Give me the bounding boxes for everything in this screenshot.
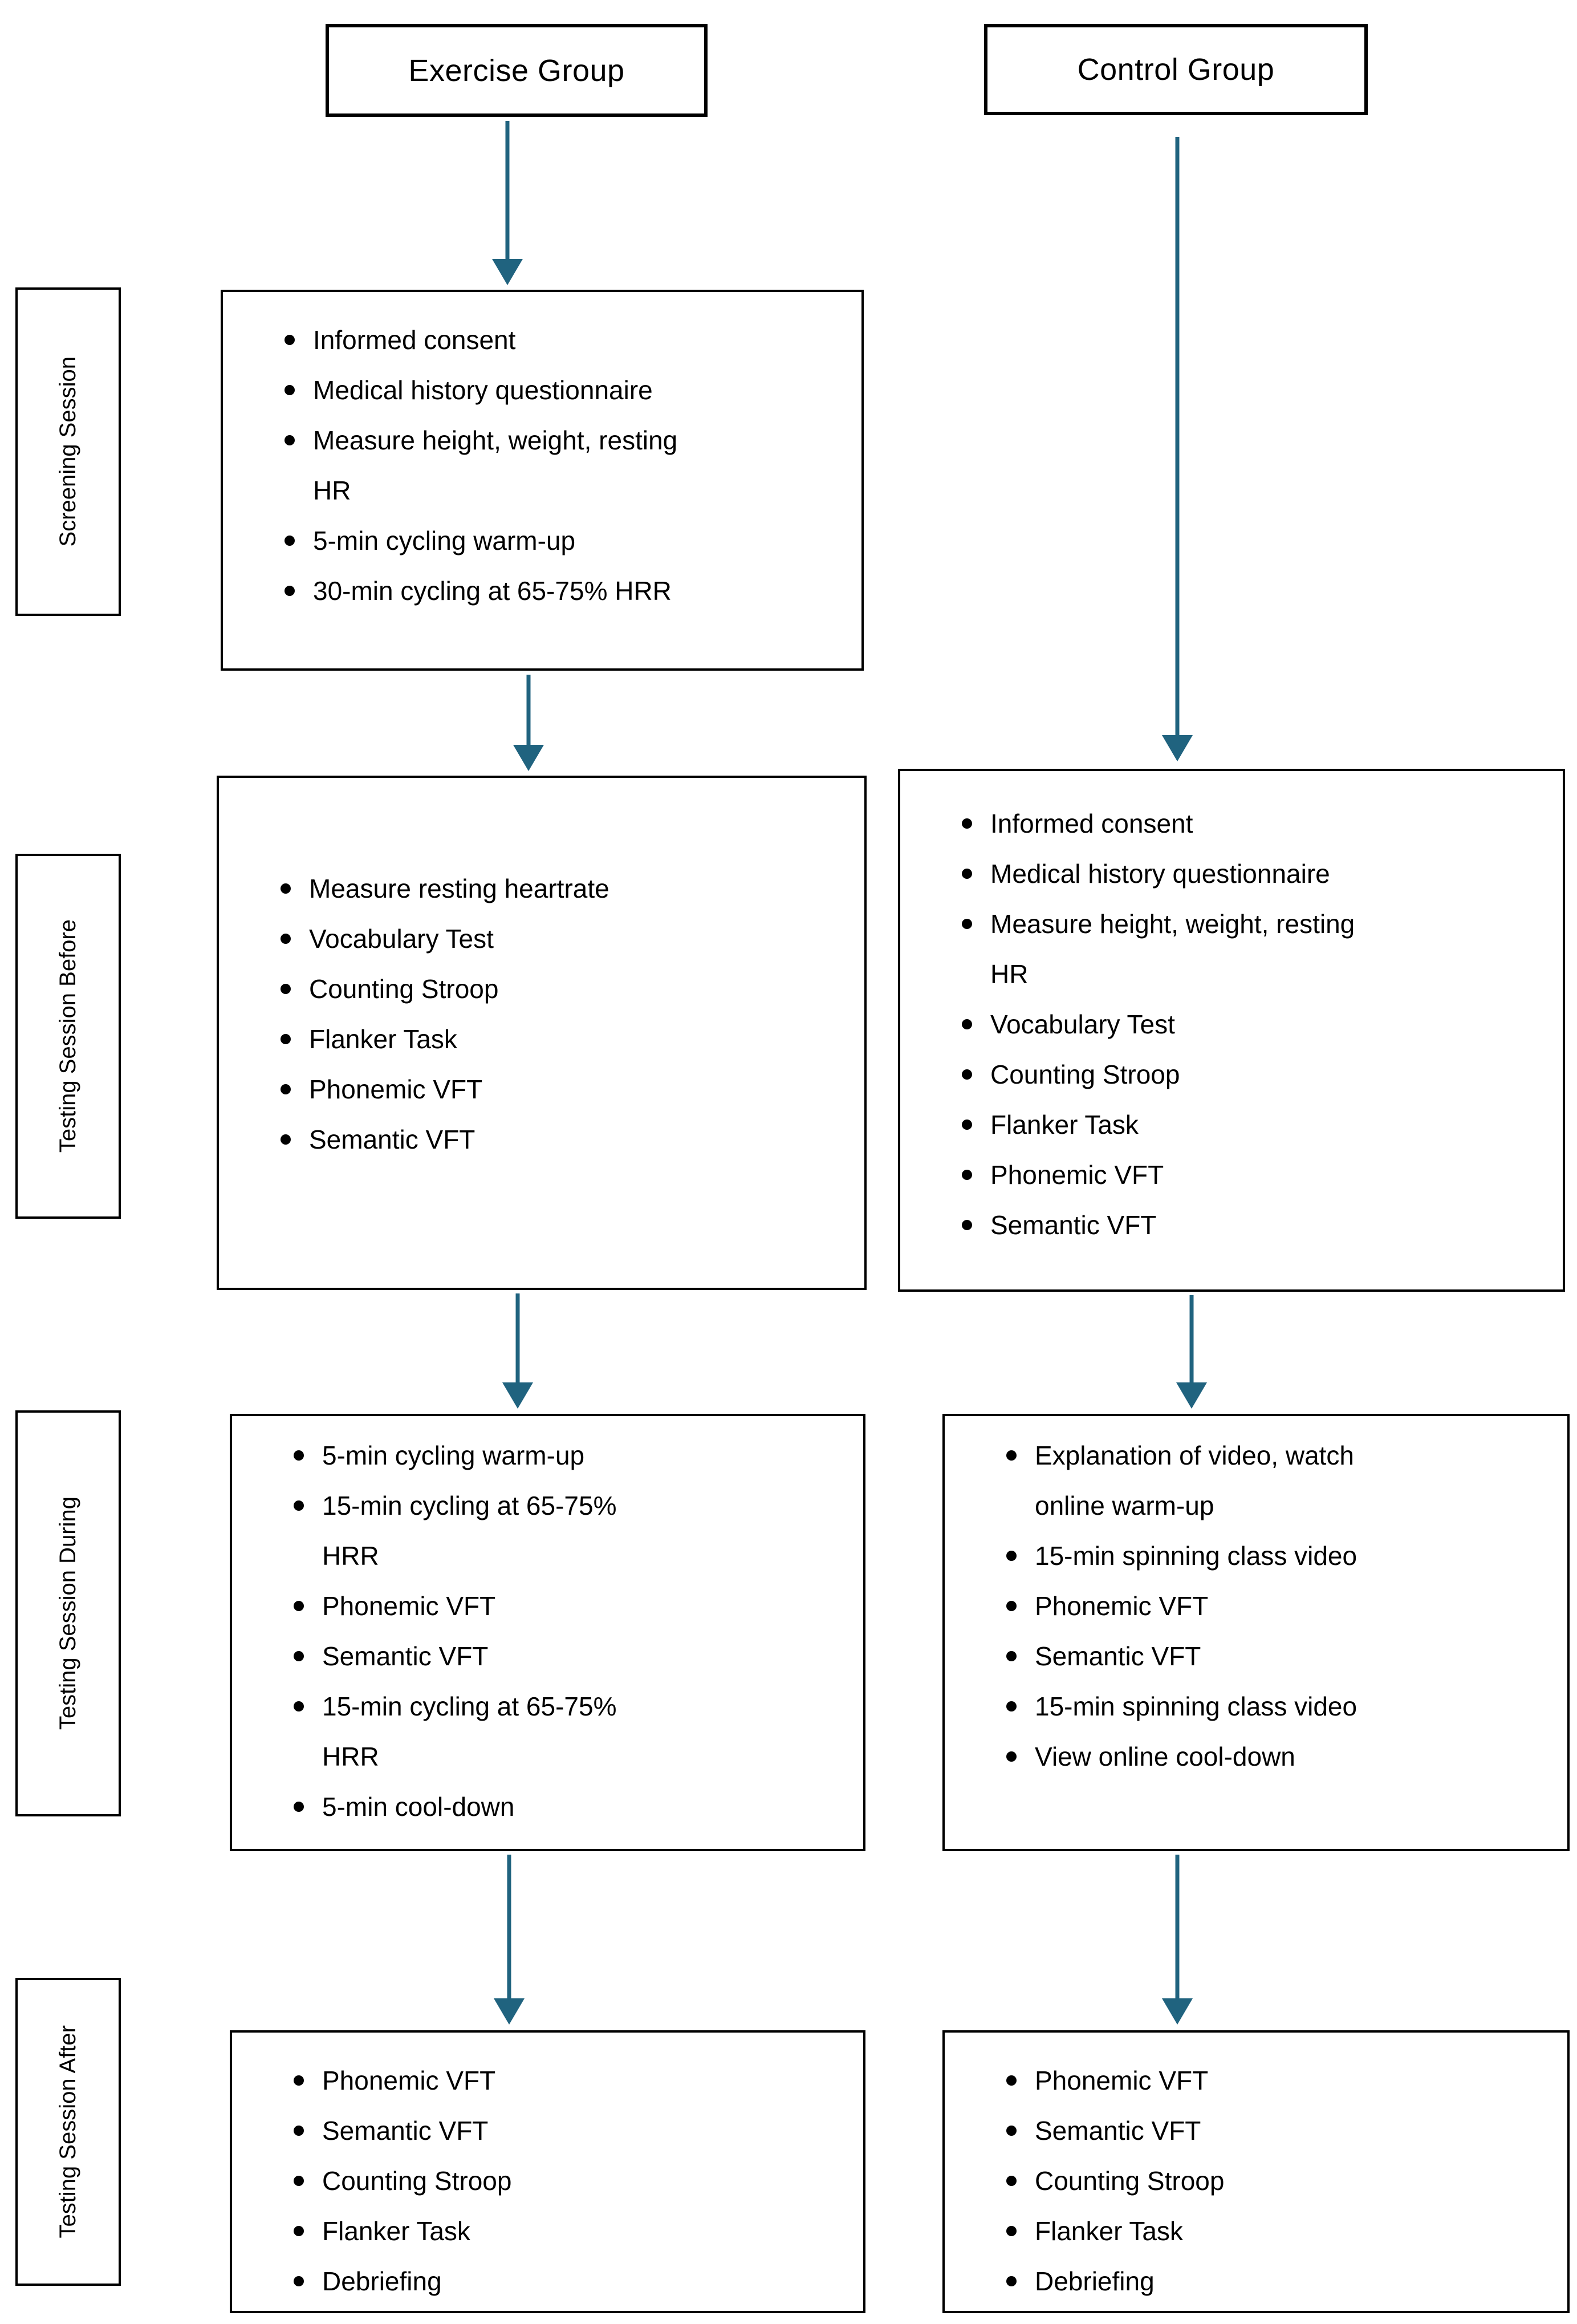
list-item: Vocabulary Test	[957, 999, 1540, 1049]
arrow-exercise-during-to-after	[494, 1855, 525, 2025]
list-item: 15-min spinning class video	[1002, 1681, 1545, 1731]
list-item: 5-min cool-down	[289, 1782, 840, 1832]
list-item: Flanker Task	[289, 2206, 840, 2256]
control-testing-during-box: Explanation of video, watch online warm-…	[942, 1414, 1570, 1851]
row-label-testing-session-after: Testing Session After	[15, 1978, 121, 2286]
list-item: 5-min cycling warm-up	[289, 1430, 840, 1481]
row-label-testing-session-during: Testing Session During	[15, 1410, 121, 1816]
list-item: Flanker Task	[276, 1014, 842, 1064]
list-item: 5-min cycling warm-up	[280, 516, 839, 566]
bullet-list: Explanation of video, watch online warm-…	[945, 1416, 1567, 1782]
list-item: Debriefing	[1002, 2256, 1545, 2306]
arrow-control-header-to-before	[1162, 137, 1193, 761]
row-label-text: Testing Session During	[55, 1496, 80, 1730]
arrow-exercise-header-to-screening	[492, 121, 523, 285]
list-item: Flanker Task	[957, 1100, 1540, 1150]
exercise-group-label: Exercise Group	[408, 53, 625, 88]
list-item: Measure height, weight, resting HR	[957, 899, 1540, 999]
list-item: Phonemic VFT	[1002, 2055, 1545, 2106]
list-item: Debriefing	[289, 2256, 840, 2306]
list-item: 30-min cycling at 65-75% HRR	[280, 566, 839, 616]
list-item: Medical history questionnaire	[957, 849, 1540, 899]
list-item: Measure resting heartrate	[276, 863, 842, 914]
exercise-group-header: Exercise Group	[326, 24, 708, 117]
list-item: Phonemic VFT	[289, 1581, 840, 1631]
row-label-screening-session: Screening Session	[15, 287, 121, 616]
list-item: Phonemic VFT	[289, 2055, 840, 2106]
row-label-text: Testing Session After	[55, 2025, 80, 2238]
row-label-text: Screening Session	[55, 356, 80, 547]
row-label-text: Testing Session Before	[55, 919, 80, 1153]
list-item: Semantic VFT	[1002, 2106, 1545, 2156]
arrow-control-before-to-during	[1176, 1295, 1207, 1409]
control-group-header: Control Group	[984, 24, 1368, 115]
list-item: Phonemic VFT	[276, 1064, 842, 1114]
control-group-label: Control Group	[1077, 52, 1275, 87]
list-item: Semantic VFT	[289, 2106, 840, 2156]
list-item: View online cool-down	[1002, 1731, 1545, 1782]
list-item: Phonemic VFT	[1002, 1581, 1545, 1631]
list-item: Phonemic VFT	[957, 1150, 1540, 1200]
list-item: 15-min cycling at 65-75% HRR	[289, 1681, 840, 1782]
list-item: Counting Stroop	[276, 964, 842, 1014]
arrow-exercise-before-to-during	[502, 1293, 533, 1409]
list-item: Semantic VFT	[276, 1114, 842, 1165]
arrow-exercise-screening-to-before	[513, 675, 544, 771]
list-item: Counting Stroop	[1002, 2156, 1545, 2206]
list-item: Informed consent	[280, 315, 839, 365]
arrow-control-during-to-after	[1162, 1855, 1193, 2025]
list-item: Informed consent	[957, 798, 1540, 849]
list-item: Counting Stroop	[957, 1049, 1540, 1100]
list-item: Semantic VFT	[289, 1631, 840, 1681]
list-item: 15-min spinning class video	[1002, 1531, 1545, 1581]
list-item: Semantic VFT	[957, 1200, 1540, 1250]
list-item: Counting Stroop	[289, 2156, 840, 2206]
list-item: Measure height, weight, resting HR	[280, 415, 839, 516]
list-item: Medical history questionnaire	[280, 365, 839, 415]
list-item: Explanation of video, watch online warm-…	[1002, 1430, 1545, 1531]
list-item: Vocabulary Test	[276, 914, 842, 964]
list-item: 15-min cycling at 65-75% HRR	[289, 1481, 840, 1581]
row-label-testing-session-before: Testing Session Before	[15, 854, 121, 1219]
list-item: Semantic VFT	[1002, 1631, 1545, 1681]
list-item: Flanker Task	[1002, 2206, 1545, 2256]
